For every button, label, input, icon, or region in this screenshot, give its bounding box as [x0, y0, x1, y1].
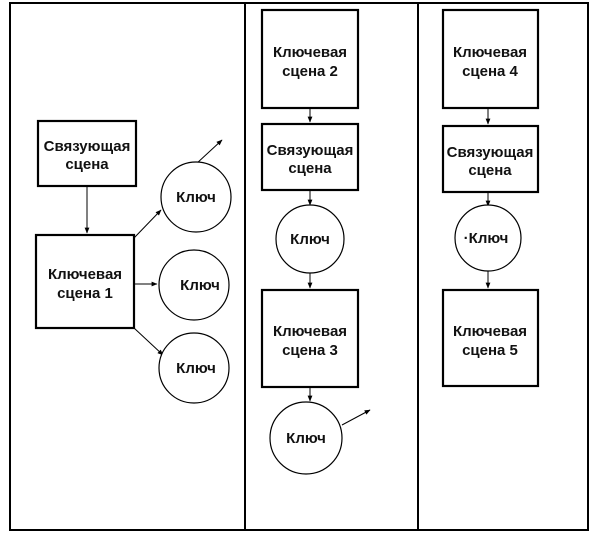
key-middle-bottom: Ключ	[269, 401, 343, 475]
key-scene-3-line-1: Ключевая	[273, 323, 347, 340]
link-scene-right-line-2: сцена	[468, 162, 512, 179]
key-middle-top-label: Ключ	[290, 231, 330, 248]
key-scene-2-line-2: сцена 2	[282, 63, 338, 80]
key-scene-1-line-1: Ключевая	[48, 266, 122, 283]
connectors	[84, 108, 491, 426]
key-right: ·Ключ	[454, 204, 522, 272]
link-scene-middle-line-2: сцена	[288, 160, 332, 177]
key-middle-top: Ключ	[275, 204, 345, 274]
key-scene-4-line-2: сцена 4	[462, 63, 518, 80]
arrow-key-1-to-key-left-bottom	[133, 327, 164, 356]
key-scene-1: Ключевая сцена 1	[34, 233, 136, 330]
key-left-top: Ключ	[160, 161, 232, 233]
link-scene-right: Связующая сцена	[441, 124, 540, 194]
outer-frame	[9, 2, 589, 531]
key-scene-1-line-2: сцена 1	[57, 285, 113, 302]
key-scene-2: Ключевая сцена 2	[260, 8, 360, 110]
link-scene-left: Связующая сцена	[36, 119, 138, 188]
key-scene-4: Ключевая сцена 4	[441, 8, 540, 110]
arrow-key-middle-bottom-outgoing	[341, 409, 371, 426]
key-scene-5-line-1: Ключевая	[453, 323, 527, 340]
key-left-bottom-label: Ключ	[176, 360, 216, 377]
link-scene-middle-line-1: Связующая	[267, 142, 354, 159]
key-scene-5-line-2: сцена 5	[462, 342, 518, 359]
key-scene-3: Ключевая сцена 3	[260, 288, 360, 389]
key-left-top-label: Ключ	[176, 189, 216, 206]
key-scene-5: Ключевая сцена 5	[441, 288, 540, 388]
key-left-middle-label: Ключ	[180, 277, 220, 294]
key-scene-4-line-1: Ключевая	[453, 44, 527, 61]
link-scene-middle: Связующая сцена	[260, 122, 360, 192]
key-left-bottom: Ключ	[158, 332, 230, 404]
key-scene-2-line-1: Ключевая	[273, 44, 347, 61]
link-scene-right-line-1: Связующая	[447, 144, 534, 161]
arrow-key-1-to-key-left-top	[133, 209, 162, 239]
key-circles: Ключ Ключ Ключ Ключ Ключ ·Ключ	[158, 161, 522, 475]
link-scene-left-line-1: Связующая	[44, 138, 131, 155]
key-middle-bottom-label: Ключ	[286, 430, 326, 447]
panel-frames	[9, 2, 589, 531]
scene-boxes: Связующая сцена Ключевая сцена 1 Ключева…	[34, 8, 540, 389]
key-left-middle: Ключ	[158, 249, 230, 321]
arrow-key-left-top-outgoing	[195, 139, 223, 165]
key-scene-3-line-2: сцена 3	[282, 342, 338, 359]
link-scene-left-line-2: сцена	[65, 156, 109, 173]
key-right-label: ·Ключ	[464, 230, 509, 247]
